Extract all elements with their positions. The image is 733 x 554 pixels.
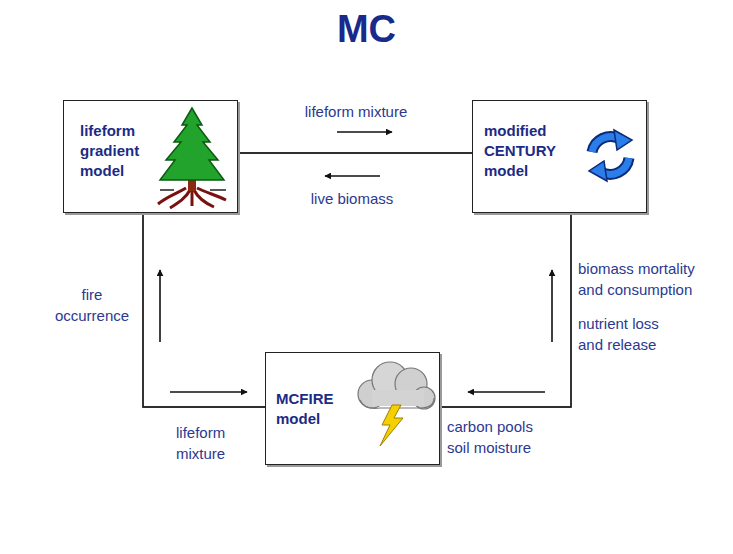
flow-connector xyxy=(143,213,265,407)
model-box: modified CENTURY model xyxy=(472,100,647,213)
model-name: lifeform gradient model xyxy=(80,121,165,181)
model-name-block: lifeform gradient model xyxy=(80,121,165,181)
model-box: lifeform gradient model xyxy=(63,100,238,213)
model-name-block: MCFIRE model xyxy=(276,389,351,429)
tree-icon xyxy=(158,108,226,208)
connector-line xyxy=(238,152,472,153)
direction-arrow xyxy=(325,175,380,177)
flow-label: fire occurrence xyxy=(44,284,140,326)
flow-connector xyxy=(238,132,472,153)
flow-connector xyxy=(143,213,265,407)
model-box: MCFIRE model xyxy=(265,352,440,465)
flow-connector xyxy=(440,213,571,407)
flow-connector xyxy=(238,153,472,176)
direction-arrow xyxy=(159,270,161,342)
storm-cloud-icon xyxy=(358,362,435,446)
connector-line xyxy=(143,213,265,407)
connector-line xyxy=(440,213,571,407)
flow-label: nutrient loss and release xyxy=(578,313,682,355)
connector-line xyxy=(238,152,472,153)
recycle-icon xyxy=(589,130,632,181)
direction-arrow xyxy=(468,391,545,393)
flow-label: carbon pools soil moisture xyxy=(447,416,551,458)
flow-label: lifeform mixture xyxy=(300,101,412,122)
flow-connector xyxy=(440,213,571,407)
flow-label: lifeform mixture xyxy=(176,422,248,464)
diagram-title: MC xyxy=(0,8,733,51)
model-name-block: modified CENTURY model xyxy=(484,121,579,181)
model-name: modified CENTURY model xyxy=(484,121,579,181)
flow-label: live biomass xyxy=(300,188,404,209)
connector-line xyxy=(440,213,571,407)
flow-label: biomass mortality and consumption xyxy=(578,258,723,300)
connector-line xyxy=(143,213,265,407)
direction-arrow xyxy=(337,131,392,133)
model-name: MCFIRE model xyxy=(276,389,351,429)
direction-arrow xyxy=(170,391,247,393)
direction-arrow xyxy=(551,270,553,342)
